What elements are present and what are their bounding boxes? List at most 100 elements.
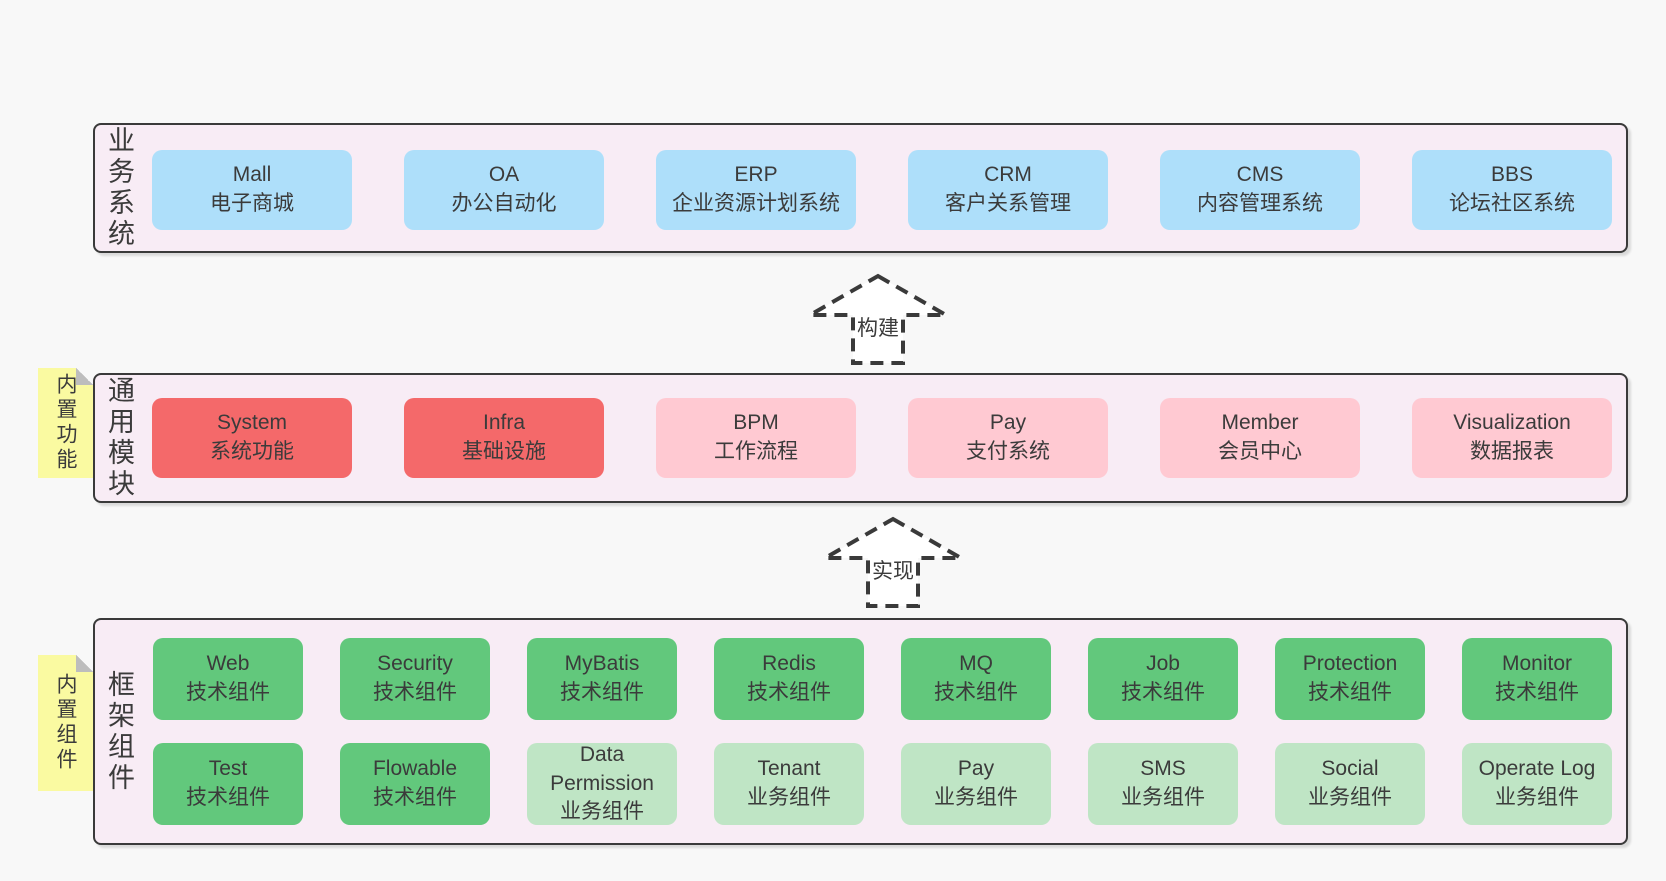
box-test: Test 技术组件: [153, 743, 303, 825]
box-title: MQ: [959, 652, 993, 676]
box-mq: MQ 技术组件: [901, 638, 1051, 720]
box-redis: Redis 技术组件: [714, 638, 864, 720]
section-framework-components: 框架组件 Web 技术组件 Security 技术组件 MyBatis 技术组件…: [93, 618, 1628, 845]
box-subtitle: 技术组件: [560, 681, 644, 704]
note-builtin-components: 内置组件: [38, 655, 93, 791]
box-subtitle: 业务组件: [1308, 786, 1392, 809]
box-bpm: BPM 工作流程: [656, 398, 856, 478]
box-tenant: Tenant 业务组件: [714, 743, 864, 825]
build-arrow-label: 构建: [857, 317, 899, 340]
box-title: Redis: [762, 652, 816, 676]
section-modules-label: 通用模块: [104, 376, 134, 500]
section-business-label: 业务系统: [104, 126, 134, 250]
box-subtitle: 数据报表: [1470, 440, 1554, 463]
box-subtitle: 工作流程: [714, 440, 798, 463]
box-sms: SMS 业务组件: [1088, 743, 1238, 825]
box-title: Security: [377, 652, 453, 676]
section-business-systems: 业务系统 Mall 电子商城 OA 办公自动化 ERP 企业资源计划系统 CRM…: [93, 123, 1628, 253]
box-visualization: Visualization 数据报表: [1412, 398, 1612, 478]
box-security: Security 技术组件: [340, 638, 490, 720]
box-job: Job 技术组件: [1088, 638, 1238, 720]
implement-arrow-icon: 实现: [817, 516, 969, 608]
box-subtitle: 办公自动化: [451, 192, 557, 215]
note-text: 内置组件: [54, 673, 77, 773]
box-subtitle: 技术组件: [1121, 681, 1205, 704]
box-title: Operate Log: [1478, 757, 1596, 781]
box-system: System 系统功能: [152, 398, 352, 478]
box-subtitle: 业务组件: [1495, 786, 1579, 809]
box-title: Flowable: [372, 757, 458, 781]
modules-boxes-row: System 系统功能 Infra 基础设施 BPM 工作流程 Pay 支付系统…: [152, 398, 1612, 478]
box-title: Visualization: [1453, 411, 1571, 435]
box-subtitle: 业务组件: [1121, 786, 1205, 809]
box-pay-module: Pay 支付系统: [908, 398, 1108, 478]
box-subtitle: 技术组件: [747, 681, 831, 704]
components-row-1: Web 技术组件 Security 技术组件 MyBatis 技术组件 Redi…: [153, 638, 1612, 720]
box-title: System: [216, 411, 287, 435]
implement-arrow-label: 实现: [872, 560, 914, 583]
note-builtin-features: 内置功能: [38, 368, 93, 478]
box-protection: Protection 技术组件: [1275, 638, 1425, 720]
box-title: Social: [1321, 757, 1379, 781]
box-subtitle: 客户关系管理: [945, 192, 1071, 215]
box-subtitle: 内容管理系统: [1197, 192, 1323, 215]
box-subtitle: 业务组件: [560, 800, 644, 824]
box-operate-log: Operate Log 业务组件: [1462, 743, 1612, 825]
business-boxes-row: Mall 电子商城 OA 办公自动化 ERP 企业资源计划系统 CRM 客户关系…: [152, 150, 1612, 230]
box-title: Member: [1221, 411, 1299, 435]
box-bbs: BBS 论坛社区系统: [1412, 150, 1612, 230]
box-subtitle: 电子商城: [210, 192, 294, 215]
box-mall: Mall 电子商城: [152, 150, 352, 230]
box-subtitle: 技术组件: [934, 681, 1018, 704]
box-pay-component: Pay 业务组件: [901, 743, 1051, 825]
box-title: Pay: [989, 411, 1027, 435]
box-title: CMS: [1236, 163, 1284, 187]
box-subtitle: 技术组件: [186, 681, 270, 704]
box-title: Pay: [957, 757, 995, 781]
box-subtitle: 系统功能: [210, 440, 294, 463]
folded-corner-icon: [76, 368, 93, 385]
box-title: Monitor: [1501, 652, 1573, 676]
box-crm: CRM 客户关系管理: [908, 150, 1108, 230]
box-social: Social 业务组件: [1275, 743, 1425, 825]
box-title: Test: [208, 757, 248, 781]
box-title: Data Permission: [550, 742, 654, 795]
box-title: Job: [1146, 652, 1180, 676]
box-subtitle: 支付系统: [966, 440, 1050, 463]
box-title: MyBatis: [564, 652, 640, 676]
note-text: 内置功能: [54, 373, 77, 473]
box-member: Member 会员中心: [1160, 398, 1360, 478]
box-infra: Infra 基础设施: [404, 398, 604, 478]
build-arrow-icon: 构建: [802, 273, 954, 365]
section-common-modules: 通用模块 System 系统功能 Infra 基础设施 BPM 工作流程 Pay…: [93, 373, 1628, 503]
box-subtitle: 会员中心: [1218, 440, 1302, 463]
box-title: Infra: [482, 411, 526, 435]
box-web: Web 技术组件: [153, 638, 303, 720]
box-title: SMS: [1140, 757, 1186, 781]
box-title: OA: [488, 163, 520, 187]
box-title: BBS: [1490, 163, 1534, 187]
folded-corner-icon: [76, 655, 93, 672]
box-title: BPM: [733, 411, 779, 435]
box-title: Mall: [232, 163, 272, 187]
box-oa: OA 办公自动化: [404, 150, 604, 230]
section-components-label: 框架组件: [104, 669, 134, 794]
box-title: Web: [206, 652, 250, 676]
box-flowable: Flowable 技术组件: [340, 743, 490, 825]
box-subtitle: 基础设施: [462, 440, 546, 463]
box-mybatis: MyBatis 技术组件: [527, 638, 677, 720]
box-title: ERP: [734, 163, 778, 187]
box-erp: ERP 企业资源计划系统: [656, 150, 856, 230]
box-title: Tenant: [757, 757, 821, 781]
box-subtitle: 企业资源计划系统: [672, 192, 840, 215]
box-title: CRM: [984, 163, 1032, 187]
box-monitor: Monitor 技术组件: [1462, 638, 1612, 720]
box-subtitle: 技术组件: [186, 786, 270, 809]
box-subtitle: 业务组件: [934, 786, 1018, 809]
components-row-2: Test 技术组件 Flowable 技术组件 Data Permission …: [153, 743, 1612, 825]
box-subtitle: 技术组件: [373, 786, 457, 809]
box-subtitle: 论坛社区系统: [1449, 192, 1575, 215]
box-data-permission: Data Permission 业务组件: [527, 743, 677, 825]
box-cms: CMS 内容管理系统: [1160, 150, 1360, 230]
